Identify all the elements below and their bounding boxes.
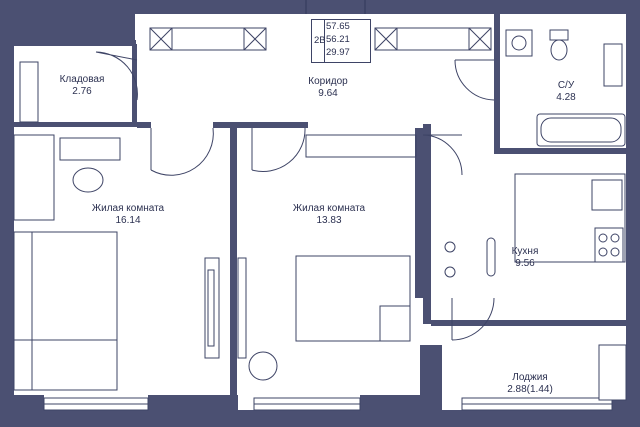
living2-furniture — [237, 255, 411, 381]
room-area: 2.76 — [72, 86, 92, 97]
apartment-type-code: 2В — [314, 35, 326, 46]
room-name: Коридор — [308, 76, 348, 87]
living1-furniture — [13, 137, 220, 391]
windows — [43, 344, 627, 411]
kitchen-fixtures — [444, 173, 626, 278]
area-summary: 2В 57.65 56.21 29.97 — [311, 19, 371, 63]
room-name: Кухня — [511, 246, 539, 257]
room-label-storage: Кладовая 2.76 — [52, 74, 112, 98]
room-name: Жилая комната — [91, 203, 165, 214]
room-name: Жилая комната — [292, 203, 366, 214]
room-label-living2: Жилая комната 13.83 — [277, 203, 381, 227]
room-area: 9.56 — [515, 258, 535, 269]
room-area: 9.64 — [318, 88, 338, 99]
room-area: 13.83 — [316, 215, 342, 226]
wardrobes — [13, 27, 492, 221]
room-label-bathroom: С/У 4.28 — [546, 80, 586, 104]
room-area: 2.88(1.44) — [507, 384, 553, 395]
room-area: 4.28 — [556, 92, 576, 103]
area-total: 57.65 — [326, 21, 350, 32]
room-name: С/У — [557, 80, 575, 91]
room-label-living1: Жилая комната 16.14 — [76, 203, 180, 227]
area-living: 29.97 — [326, 47, 350, 58]
room-label-kitchen: Кухня 9.56 — [500, 246, 550, 270]
room-area: 16.14 — [115, 215, 141, 226]
room-name: Лоджия — [512, 372, 548, 383]
room-label-loggia: Лоджия 2.88(1.44) — [495, 372, 565, 396]
room-label-corridor: Коридор 9.64 — [296, 76, 360, 100]
room-name: Кладовая — [59, 74, 105, 85]
area-adjusted: 56.21 — [326, 34, 350, 45]
bathroom-fixtures — [505, 29, 626, 147]
summary-divider — [324, 20, 325, 62]
doors — [95, 0, 495, 341]
